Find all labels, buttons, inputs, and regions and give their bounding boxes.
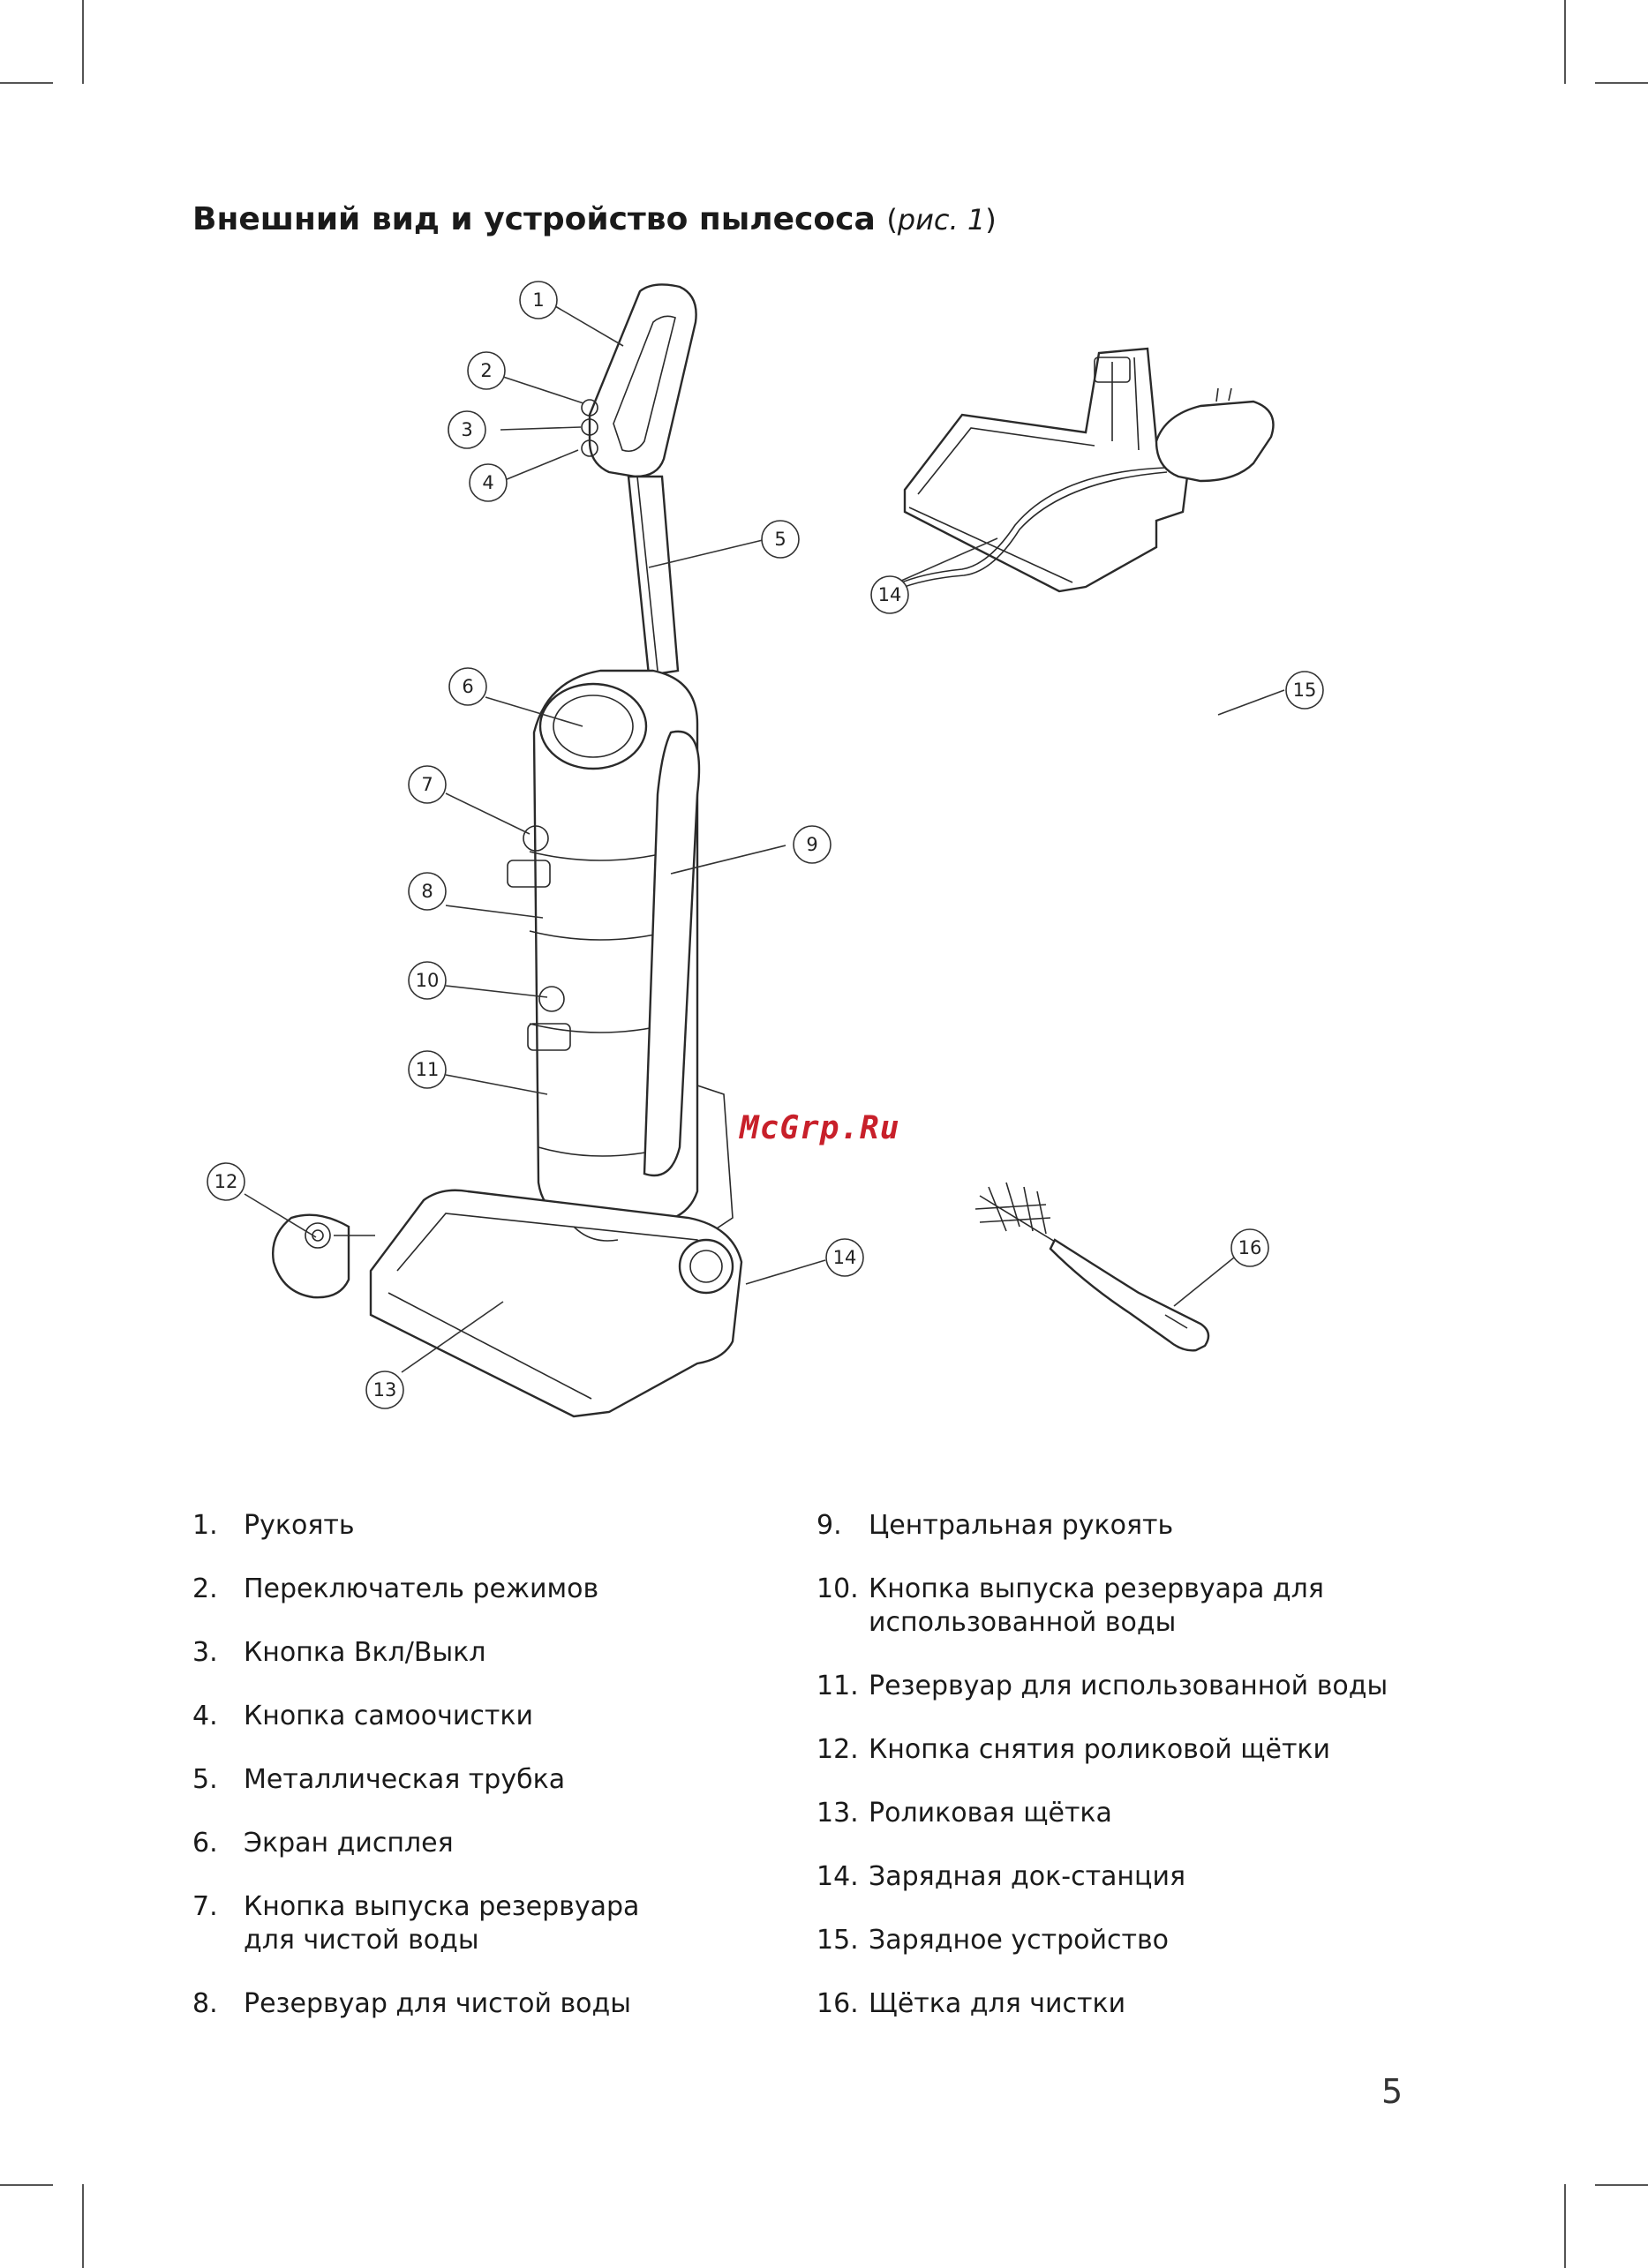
list-item: 11.Резервуар для использованной воды [816, 1671, 1388, 1701]
list-item: 16.Щётка для чистки [816, 1988, 1126, 2019]
metal-tube-illustration [627, 475, 680, 677]
list-item: 13.Роликовая щётка [816, 1798, 1112, 1829]
callout-5: 5 [761, 520, 800, 559]
svg-text:4: 4 [482, 472, 493, 493]
svg-text:9: 9 [806, 834, 817, 855]
docking-station-illustration [903, 347, 1189, 593]
watermark-text: McGrp.Ru [740, 1110, 900, 1146]
crop-mark [1564, 0, 1566, 84]
figure-reference: (рис. 1) [886, 203, 997, 237]
callout-7: 7 [408, 765, 447, 804]
svg-text:7: 7 [421, 774, 433, 795]
callout-11: 11 [408, 1050, 447, 1089]
svg-text:2: 2 [480, 360, 492, 381]
crop-mark [82, 0, 84, 84]
callout-2: 2 [467, 351, 506, 390]
callout-6: 6 [448, 667, 487, 706]
crop-mark [0, 2184, 53, 2186]
callout-14-base: 14 [825, 1238, 864, 1277]
page-title: Внешний вид и устройство пылесоса (рис. … [192, 201, 997, 237]
list-item: 6.Экран дисплея [192, 1828, 454, 1859]
cleaning-brush-illustration [975, 1182, 1210, 1352]
crop-mark [1595, 82, 1648, 84]
vacuum-diagram: 1 2 3 4 5 6 7 8 9 10 11 12 13 14 14 15 1… [207, 281, 1324, 1418]
crop-mark [1595, 2184, 1648, 2186]
list-item: 5.Металлическая трубка [192, 1764, 566, 1795]
list-item: 15.Зарядное устройство [816, 1925, 1170, 1956]
callout-13: 13 [365, 1371, 404, 1409]
callout-12: 12 [207, 1162, 245, 1201]
svg-text:1: 1 [532, 289, 544, 311]
list-item: 7.Кнопка выпуска резервуара для чистой в… [192, 1891, 640, 1956]
svg-text:5: 5 [774, 529, 786, 550]
crop-mark [82, 2184, 84, 2268]
crop-mark [1564, 2184, 1566, 2268]
callout-1: 1 [519, 281, 558, 319]
callout-16: 16 [1230, 1228, 1269, 1267]
vacuum-body-illustration [507, 669, 734, 1236]
callout-10: 10 [408, 961, 447, 1000]
list-item: 3.Кнопка Вкл/Выкл [192, 1637, 486, 1668]
callout-15: 15 [1285, 671, 1324, 710]
callout-8: 8 [408, 872, 447, 911]
list-item: 2.Переключатель режимов [192, 1573, 599, 1604]
handle-illustration [581, 283, 697, 478]
svg-text:15: 15 [1293, 680, 1317, 701]
svg-text:3: 3 [461, 419, 472, 440]
svg-text:14: 14 [878, 584, 902, 605]
list-item: 12.Кнопка снятия роликовой щётки [816, 1734, 1331, 1765]
crop-mark [0, 82, 53, 84]
list-item: 1.Рукоять [192, 1510, 355, 1541]
floor-head-illustration [369, 1189, 743, 1418]
list-item: 10.Кнопка выпуска резервуара для использ… [816, 1573, 1324, 1638]
svg-text:14: 14 [833, 1247, 857, 1268]
list-item: 8.Резервуар для чистой воды [192, 1988, 631, 2019]
svg-text:11: 11 [416, 1059, 440, 1080]
callout-4: 4 [469, 463, 508, 502]
list-item: 4.Кнопка самоочистки [192, 1701, 533, 1731]
svg-text:13: 13 [373, 1379, 397, 1401]
svg-text:12: 12 [214, 1171, 238, 1192]
callout-9: 9 [793, 825, 832, 864]
callout-3: 3 [448, 410, 486, 449]
roller-release-detail [272, 1213, 375, 1299]
callout-14-dock: 14 [870, 575, 909, 614]
svg-text:16: 16 [1238, 1237, 1262, 1258]
parts-list-right: 9.Центральная рукоять 10.Кнопка выпуска … [816, 1509, 1487, 2051]
list-item: 14.Зарядная док-станция [816, 1861, 1186, 1892]
page-number: 5 [1381, 2072, 1403, 2111]
svg-text:8: 8 [421, 881, 433, 902]
parts-list-left: 1.Рукоять 2.Переключатель режимов 3.Кноп… [192, 1509, 687, 2051]
svg-text:10: 10 [416, 970, 440, 991]
list-item: 9.Центральная рукоять [816, 1510, 1174, 1541]
title-text: Внешний вид и устройство пылесоса [192, 201, 876, 237]
svg-text:6: 6 [462, 676, 473, 697]
